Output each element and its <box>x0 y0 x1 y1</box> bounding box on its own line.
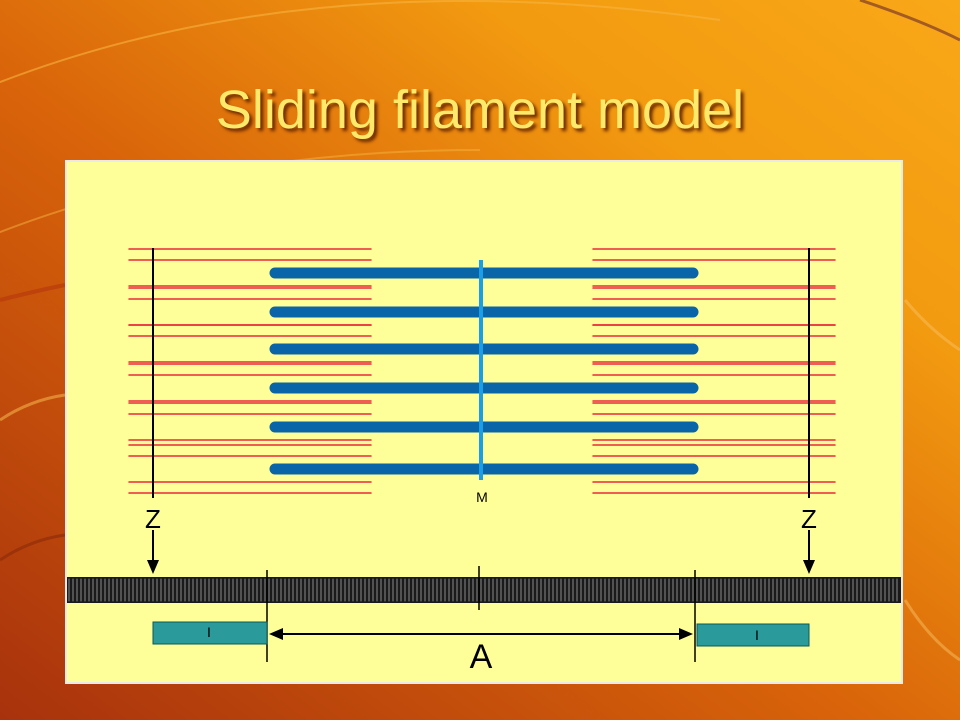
sarcomere-svg <box>67 248 901 662</box>
m-label: M <box>476 489 488 505</box>
z-label-right: Z <box>801 504 817 534</box>
i-band-label-right: I <box>755 627 759 643</box>
i-band-left <box>152 621 268 645</box>
z-arrow-right <box>803 530 815 574</box>
z-label-left: Z <box>145 504 161 534</box>
a-band-label: A <box>469 638 493 676</box>
actin-filaments-right <box>592 248 836 494</box>
actin-filaments-left <box>128 248 372 494</box>
i-band-right <box>696 623 810 647</box>
a-band-arrow <box>269 628 693 640</box>
striation-band <box>67 577 901 603</box>
i-band-label-left: I <box>207 624 211 640</box>
slide-title: Sliding filament model <box>215 80 745 140</box>
striation-lines <box>68 578 898 602</box>
z-arrow-left <box>147 530 159 574</box>
sarcomere-diagram: Z Z M A I I <box>65 160 903 684</box>
myosin-filaments <box>269 267 699 475</box>
